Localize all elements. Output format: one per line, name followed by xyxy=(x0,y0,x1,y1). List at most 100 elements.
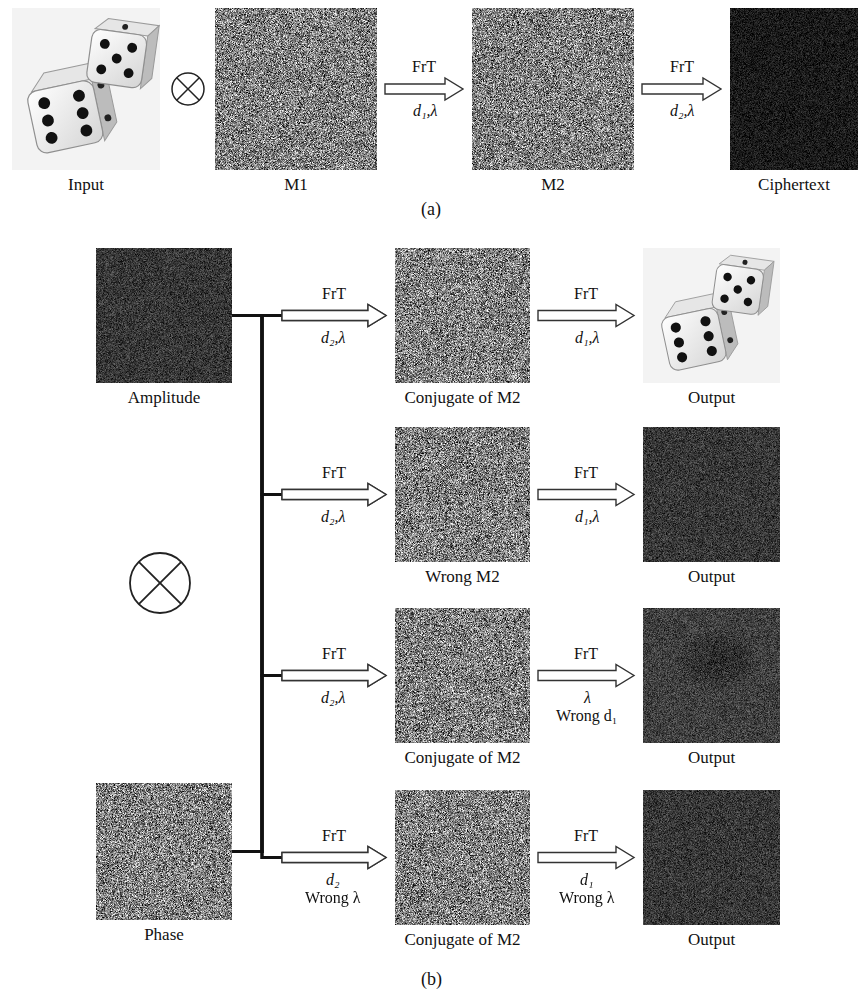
bracket-line xyxy=(232,316,282,852)
bracket-line xyxy=(232,316,282,676)
noise-image xyxy=(395,608,530,743)
noise-image xyxy=(643,427,780,562)
parameter-label: d₂,λ xyxy=(321,508,346,526)
image-panel: Output xyxy=(643,427,780,587)
block-arrow xyxy=(538,847,634,869)
transform-label: FrT xyxy=(574,645,598,663)
image-panel: Output xyxy=(643,608,780,768)
image-caption: Output xyxy=(643,388,780,408)
image-caption: Phase xyxy=(96,925,232,945)
image-caption: Wrong M2 xyxy=(395,567,530,587)
image-caption: Conjugate of M2 xyxy=(395,930,530,950)
parameter-label: d₂,λ xyxy=(321,689,346,707)
transform-arrow xyxy=(232,484,386,852)
noise-image xyxy=(395,427,530,562)
transform-arrow xyxy=(385,78,463,100)
bracket-line xyxy=(232,852,282,858)
transform-label: FrT xyxy=(322,285,346,303)
transform-arrow xyxy=(538,305,634,327)
parameter-label: d₂ xyxy=(326,871,340,889)
image-panel: Input xyxy=(12,8,160,195)
transform-arrow xyxy=(232,847,386,869)
block-arrow xyxy=(538,484,634,506)
block-arrow xyxy=(282,847,386,869)
block-arrow xyxy=(282,484,386,506)
image-panel: Conjugate of M2 xyxy=(395,790,530,950)
image-panel: M2 xyxy=(472,8,634,195)
block-arrow xyxy=(538,305,634,327)
block-arrow xyxy=(282,305,386,327)
image-caption: M2 xyxy=(472,175,634,195)
noise-image xyxy=(472,8,634,170)
noise-image xyxy=(96,248,232,383)
transform-arrow xyxy=(232,305,386,852)
image-caption: Input xyxy=(12,175,160,195)
image-panel: Output xyxy=(643,790,780,950)
panel-label: (a) xyxy=(421,200,441,220)
block-arrow xyxy=(282,665,386,687)
noise-image xyxy=(96,783,232,920)
dice-image xyxy=(643,248,780,383)
image-caption: Amplitude xyxy=(96,388,232,408)
parameter-label: d₁ xyxy=(580,871,594,889)
multiply-symbol xyxy=(130,553,190,613)
transform-arrow xyxy=(538,847,634,869)
transform-arrow xyxy=(538,665,634,687)
parameter-label: d₂,λ xyxy=(670,102,695,120)
transform-arrow xyxy=(232,316,386,687)
parameter-label: Wrong λ xyxy=(305,889,361,907)
block-arrow xyxy=(282,847,386,869)
block-arrow xyxy=(282,305,386,327)
parameter-label: d₁,λ xyxy=(413,102,438,120)
block-arrow xyxy=(538,665,634,687)
image-panel: Conjugate of M2 xyxy=(395,248,530,408)
block-arrow xyxy=(385,78,463,100)
parameter-label: d₁,λ xyxy=(575,329,600,347)
image-panel: Ciphertext xyxy=(730,8,858,195)
image-panel: Output xyxy=(643,248,780,408)
bracket-line xyxy=(232,316,282,858)
image-caption: Ciphertext xyxy=(730,175,858,195)
transform-arrow xyxy=(232,316,386,506)
parameter-label: d₁,λ xyxy=(575,508,600,526)
parameter-label: d₂,λ xyxy=(321,329,346,347)
transform-label: FrT xyxy=(574,285,598,303)
noise-image xyxy=(643,608,780,743)
transform-arrow xyxy=(642,78,721,100)
parameter-label: Wrong d₁ xyxy=(556,707,617,725)
image-panel: Amplitude xyxy=(96,248,232,408)
transform-label: FrT xyxy=(322,827,346,845)
transform-label: FrT xyxy=(574,827,598,845)
noise-image xyxy=(643,790,780,925)
noise-image xyxy=(395,790,530,925)
transform-label: FrT xyxy=(322,464,346,482)
image-panel: Conjugate of M2 xyxy=(395,608,530,768)
parameter-label: λ xyxy=(584,689,591,707)
noise-image xyxy=(395,248,530,383)
transform-label: FrT xyxy=(670,58,694,76)
dice-image xyxy=(12,8,160,170)
transform-label: FrT xyxy=(322,645,346,663)
image-caption: Conjugate of M2 xyxy=(395,748,530,768)
parameter-label: Wrong λ xyxy=(559,889,615,907)
image-panel: Wrong M2 xyxy=(395,427,530,587)
transform-label: FrT xyxy=(574,464,598,482)
noise-image xyxy=(730,8,858,170)
image-panel: Phase xyxy=(96,783,232,945)
image-caption: M1 xyxy=(215,175,377,195)
bracket-line xyxy=(232,495,282,852)
transform-arrow xyxy=(538,484,634,506)
transform-arrow xyxy=(232,316,386,869)
bracket-line xyxy=(232,676,282,852)
panel-label: (b) xyxy=(421,970,442,990)
image-caption: Output xyxy=(643,748,780,768)
noise-image xyxy=(215,8,377,170)
image-caption: Output xyxy=(643,930,780,950)
transform-arrow xyxy=(232,665,386,852)
image-caption: Conjugate of M2 xyxy=(395,388,530,408)
block-arrow xyxy=(282,484,386,506)
bracket-line xyxy=(232,316,282,495)
block-arrow xyxy=(282,665,386,687)
transform-label: FrT xyxy=(412,58,436,76)
